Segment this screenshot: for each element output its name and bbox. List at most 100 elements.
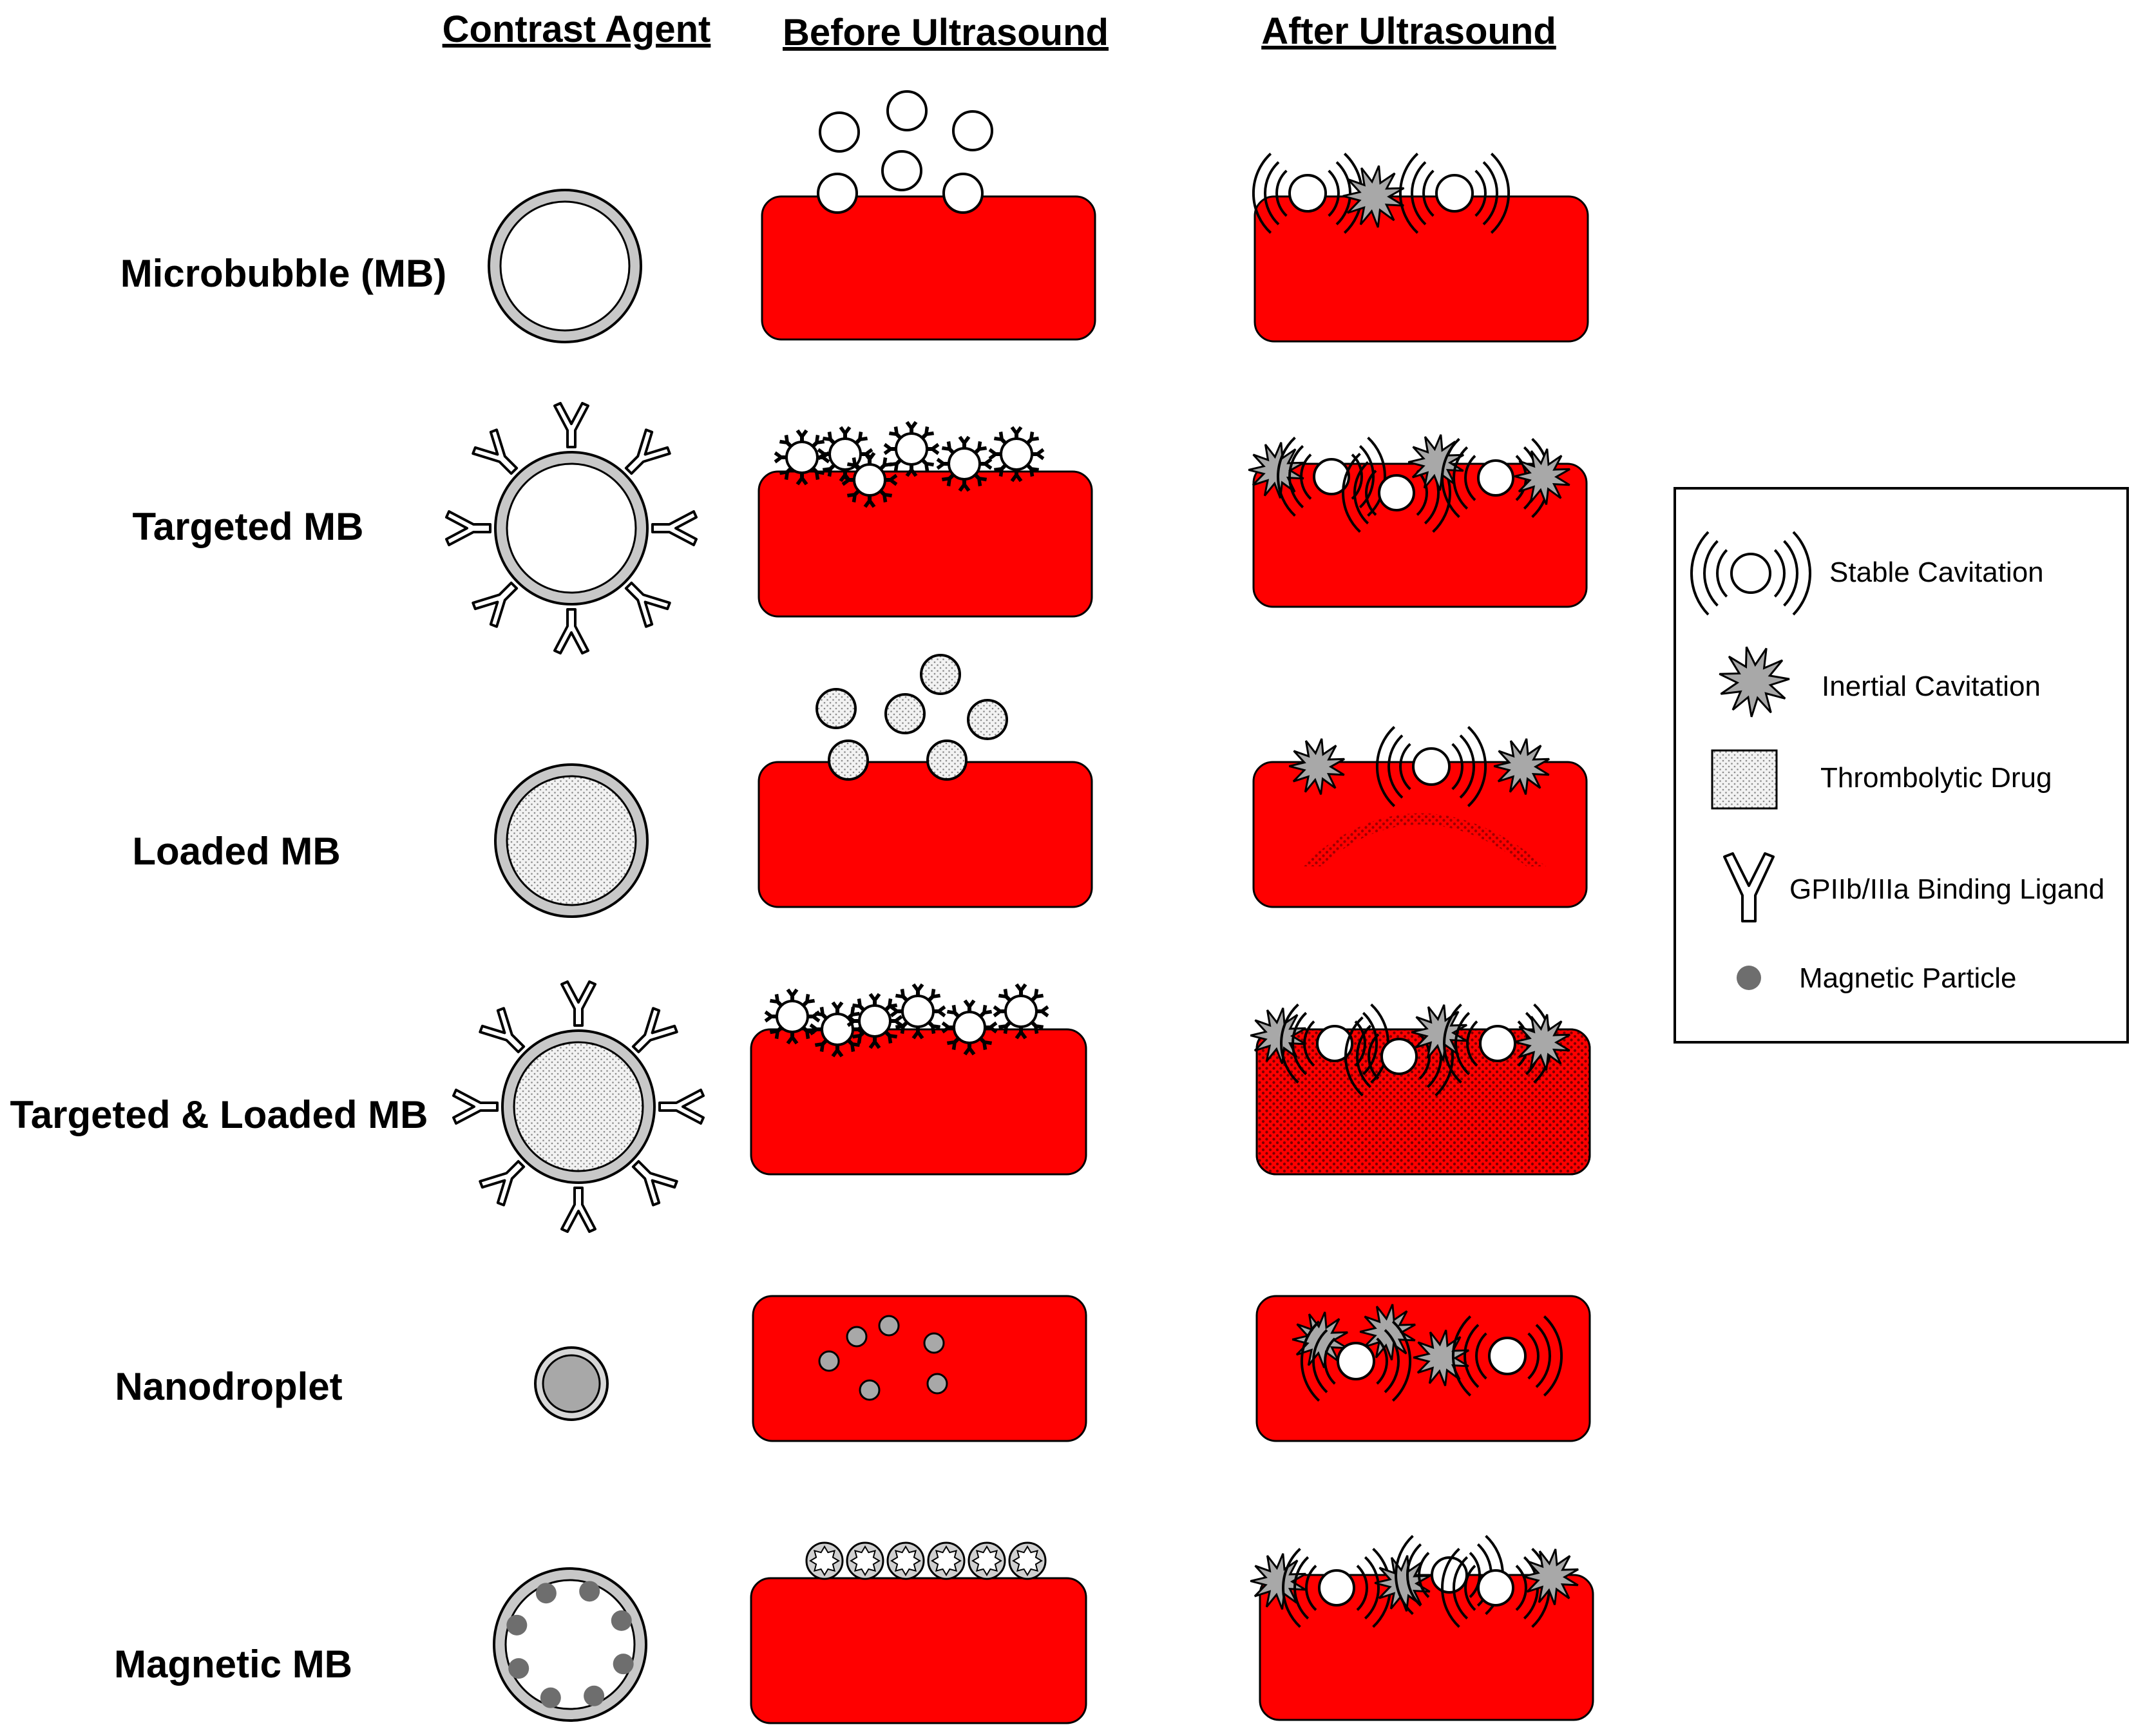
- after-cavitation-row-4: [1250, 1003, 1570, 1097]
- stable-cavitation-mark: [1277, 436, 1386, 517]
- after-cavitation-row-2: [1248, 434, 1570, 533]
- inertial-cavitation-mark: [1514, 1014, 1570, 1071]
- magnetic-particle-mark: [579, 1581, 600, 1602]
- before-targeted-bubbles-row-2: [774, 421, 1045, 508]
- after-cavitation-row-5: [1292, 1304, 1563, 1402]
- binding-ligand-mark: [631, 1159, 678, 1207]
- clot-before-row-6: [750, 1577, 1087, 1724]
- clot-before-row-1: [761, 195, 1096, 341]
- header-contrast-agent: Contrast Agent: [443, 8, 711, 50]
- targeted-bubble: [764, 988, 821, 1045]
- magnetic-particle-mark: [506, 1614, 528, 1636]
- nanodroplet-agent-icon: [534, 1346, 609, 1421]
- before-magnetic-bubbles-row-6: [805, 1541, 1047, 1580]
- stable-cavitation-mark: [1398, 153, 1511, 234]
- header-after-ultrasound: After Ultrasound: [1261, 10, 1556, 52]
- row-label-loaded-mb: Loaded MB: [132, 830, 340, 873]
- magnetic-particle-mark: [584, 1685, 605, 1706]
- after-cavitation-row-6: [1250, 1534, 1579, 1628]
- legend-label-stable-cavitation: Stable Cavitation: [1829, 557, 2044, 588]
- binding-ligand-mark: [445, 510, 491, 546]
- legend: Stable Cavitation Inertial Cavitation Th…: [1674, 487, 2129, 1044]
- magnetic-bubble: [968, 1541, 1006, 1580]
- inertial-cavitation-mark: [1493, 738, 1550, 795]
- before-targeted-loaded-bubbles-row-4: [764, 983, 1049, 1058]
- magnetic-bubble: [886, 1541, 925, 1580]
- microbubble-agent-icon: [488, 189, 642, 343]
- targeted-bubble: [774, 429, 830, 486]
- stable-cavitation-mark: [1375, 726, 1487, 807]
- clot-before-row-4: [750, 1028, 1087, 1176]
- targeted-bubble: [846, 993, 903, 1049]
- targeted-bubble: [890, 983, 946, 1040]
- stable-cavitation-icon: [1690, 531, 1812, 616]
- targeted-mb-agent-icon: [445, 402, 698, 654]
- binding-ligand-mark: [658, 1089, 705, 1125]
- inertial-cavitation-mark: [1522, 1549, 1579, 1605]
- magnetic-bubble: [805, 1541, 844, 1580]
- binding-ligand-mark: [553, 608, 589, 654]
- targeted-bubble: [936, 435, 993, 492]
- magnetic-particle-icon: [1737, 966, 1761, 990]
- after-cavitation-row-3: [1288, 726, 1550, 807]
- clot-before-row-3: [758, 761, 1093, 908]
- magnetic-bubble: [927, 1541, 966, 1580]
- magnetic-bubble: [1008, 1541, 1047, 1580]
- binding-ligand-mark: [472, 428, 519, 475]
- clot-before-row-5: [752, 1295, 1087, 1442]
- clot-after-row-1: [1254, 195, 1589, 343]
- legend-label-binding-ligand: GPIIb/IIIa Binding Ligand: [1789, 873, 2104, 905]
- stable-cavitation-mark: [1451, 1315, 1563, 1397]
- binding-ligand-mark: [479, 1007, 526, 1054]
- binding-ligand-mark: [624, 428, 671, 475]
- targeted-bubble: [988, 426, 1045, 482]
- stable-cavitation-mark: [1300, 1321, 1412, 1402]
- after-cavitation-row-1: [1252, 153, 1511, 234]
- inertial-cavitation-mark: [1342, 165, 1405, 228]
- binding-ligand-mark: [479, 1159, 526, 1207]
- thrombolytic-drug-icon: [1711, 749, 1778, 810]
- binding-ligand-mark: [452, 1089, 499, 1125]
- legend-label-thrombolytic-drug: Thrombolytic Drug: [1820, 762, 2052, 794]
- magnetic-particle-mark: [613, 1654, 634, 1675]
- binding-ligand-mark: [553, 402, 589, 448]
- binding-ligand-mark: [624, 581, 671, 628]
- before-nanodroplets-row-5: [818, 1315, 948, 1401]
- magnetic-particle-mark: [611, 1610, 632, 1631]
- row-label-microbubble: Microbubble (MB): [120, 252, 447, 295]
- legend-label-magnetic-particle: Magnetic Particle: [1799, 962, 2016, 994]
- header-before-ultrasound: Before Ultrasound: [783, 12, 1109, 53]
- row-label-magnetic-mb: Magnetic MB: [114, 1643, 352, 1686]
- stable-cavitation-mark: [1252, 153, 1364, 234]
- magnetic-particle-mark: [508, 1658, 529, 1679]
- targeted-loaded-mb-agent-icon: [452, 980, 705, 1233]
- targeted-bubble: [883, 421, 940, 477]
- targeted-bubble: [941, 999, 998, 1056]
- legend-label-inertial-cavitation: Inertial Cavitation: [1822, 671, 2041, 702]
- row-label-targeted-loaded-mb: Targeted & Loaded MB: [10, 1093, 428, 1136]
- binding-ligand-mark: [472, 581, 519, 628]
- targeted-bubble: [841, 452, 898, 508]
- targeted-bubble: [993, 983, 1049, 1040]
- clot-after-row-4: [1255, 1028, 1591, 1176]
- binding-ligand-mark: [651, 510, 698, 546]
- row-label-targeted-mb: Targeted MB: [133, 505, 364, 548]
- clot-before-row-2: [758, 470, 1093, 618]
- stable-cavitation-mark: [1342, 452, 1451, 533]
- loaded-mb-agent-icon: [494, 763, 649, 918]
- magnetic-bubble: [846, 1541, 884, 1580]
- binding-ligand-mark: [560, 980, 596, 1027]
- inertial-cavitation-mark: [1514, 448, 1570, 505]
- inertial-cavitation-mark: [1411, 1004, 1467, 1061]
- before-loaded-bubbles-row-3: [815, 654, 1008, 781]
- binding-ligand-mark: [560, 1187, 596, 1233]
- before-bubbles-row-1: [817, 90, 993, 214]
- magnetic-particle-mark: [540, 1687, 561, 1708]
- magnetic-mb-agent-icon: [493, 1567, 647, 1722]
- row-label-nanodroplet: Nanodroplet: [115, 1365, 342, 1408]
- inertial-cavitation-icon: [1719, 646, 1790, 718]
- binding-ligand-mark: [631, 1007, 678, 1054]
- magnetic-particle-mark: [535, 1583, 557, 1604]
- binding-ligand-icon: [1723, 852, 1775, 922]
